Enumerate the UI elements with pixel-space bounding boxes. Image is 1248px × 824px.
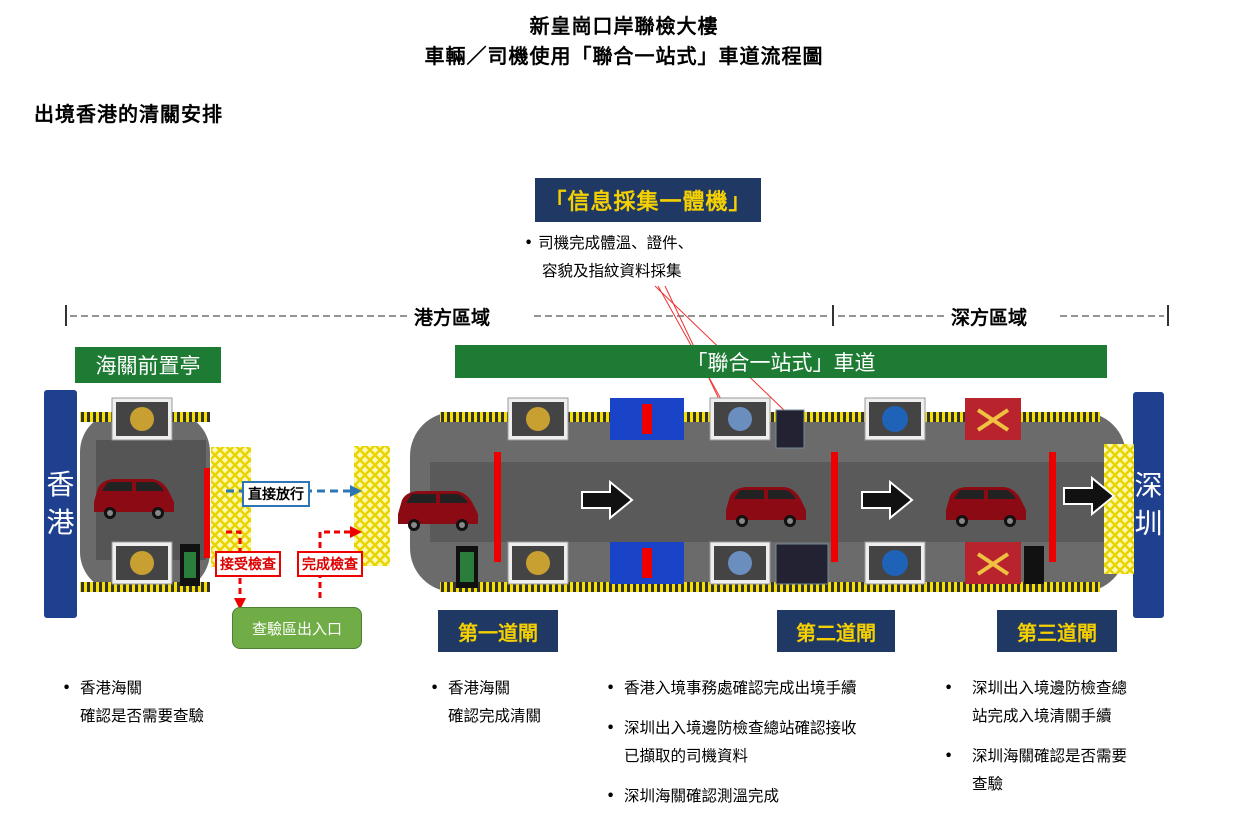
lane-exit-mesh <box>1104 444 1134 574</box>
gate2-note-3: 已擷取的司機資料 <box>624 747 749 765</box>
page-title-line2: 車輛／司機使用「聯合一站式」車道流程圖 <box>424 44 824 68</box>
booth-notes: 香港海關 確認是否需要查驗 <box>62 674 302 730</box>
gate3-label: 第三道閘 <box>997 610 1117 652</box>
gate3-note-4: 查驗 <box>972 775 1004 793</box>
gate1-note-2: 確認完成清關 <box>448 707 542 725</box>
booth-note-2: 確認是否需要查驗 <box>80 707 205 725</box>
booth-top-szcustoms <box>965 398 1021 440</box>
gate2-note-4: 深圳海關確認測溫完成 <box>606 782 946 810</box>
gate3-note-3: 深圳海關確認是否需要 <box>944 742 1204 770</box>
region-label-hk: 港方區域 <box>408 303 497 330</box>
info-kiosk-bottom <box>775 543 829 585</box>
kiosk-desc-line1: • 司機完成體溫、證件、 <box>524 234 694 252</box>
page-title-line1: 新皇崗口岸聯檢大樓 <box>529 14 719 38</box>
booth-top-police <box>709 397 771 441</box>
gate2-red-bar <box>831 452 838 562</box>
booth-top-gate1 <box>507 397 569 441</box>
gate3-note-1: 深圳出入境邊防檢查總 <box>944 674 1204 702</box>
shenzhen-side-bar: 深 圳 <box>1133 392 1164 618</box>
section-title: 出境香港的清關安排 <box>34 102 223 126</box>
to-inspection-arrow <box>226 530 242 600</box>
gate1-notes: 香港海關 確認完成清關 <box>430 674 600 730</box>
booth-barrier-mesh <box>211 447 251 567</box>
gate1-note-1: 香港海關 <box>430 674 600 702</box>
gate2-note-1: 香港入境事務處確認完成出境手續 <box>606 674 946 702</box>
sz-char-1: 深 <box>1134 469 1163 502</box>
gate1-label: 第一道閘 <box>438 610 558 652</box>
gate2-notes: 香港入境事務處確認完成出境手續 深圳出入境邊防檢查總站確認接收 已擷取的司機資料… <box>606 674 946 810</box>
booth-bottom-border <box>864 541 926 585</box>
info-kiosk-top <box>775 409 805 449</box>
booth-top-hk1 <box>111 397 173 441</box>
kiosk-desc-line2: 容貌及指紋資料採集 <box>542 262 682 280</box>
gate3-notes: 深圳出入境邊防檢查總 站完成入境清關手續 深圳海關確認是否需要 查驗 <box>944 674 1204 798</box>
booth-bottom-police <box>709 541 771 585</box>
kiosk-description: • 司機完成體溫、證件、 容貌及指紋資料採集 <box>524 229 784 285</box>
booth-red-bar <box>204 468 210 558</box>
customs-booth-label: 海關前置亭 <box>75 347 221 383</box>
booth-bottom-szcustoms <box>965 542 1021 584</box>
sz-char-2: 圳 <box>1134 507 1163 540</box>
region-label-sz: 深方區域 <box>945 303 1034 330</box>
hong-kong-side-bar: 香 港 <box>44 390 77 618</box>
joint-lane-label: 「聯合一站式」車道 <box>455 345 1107 378</box>
gate1-red-bar <box>494 452 501 562</box>
gate3-note-2: 站完成入境清關手續 <box>972 707 1112 725</box>
accept-inspection-tag: 接受檢查 <box>215 551 281 577</box>
kiosk-label: 「信息採集一體機」 <box>535 178 761 222</box>
gate3-screen <box>1024 546 1044 584</box>
booth-bottom-hk1 <box>111 541 173 585</box>
gate3-red-bar <box>1049 452 1056 562</box>
direct-release-tag: 直接放行 <box>242 481 310 507</box>
booth-bottom-imm <box>610 542 684 584</box>
gate2-note-2: 深圳出入境邊防檢查總站確認接收 <box>606 714 946 742</box>
booth-top-border <box>864 397 926 441</box>
inspection-entrance-box: 查驗區出入口 <box>232 607 362 649</box>
gate2-label: 第二道閘 <box>777 610 895 652</box>
booth-bottom-gate1 <box>507 541 569 585</box>
booth-top-imm <box>610 398 684 440</box>
complete-inspection-tag: 完成檢查 <box>297 551 363 577</box>
hk-char-2: 港 <box>46 506 75 539</box>
lane-entry-mesh <box>354 446 390 566</box>
booth-note-1: 香港海關 <box>62 674 302 702</box>
hk-char-1: 香 <box>46 468 75 501</box>
